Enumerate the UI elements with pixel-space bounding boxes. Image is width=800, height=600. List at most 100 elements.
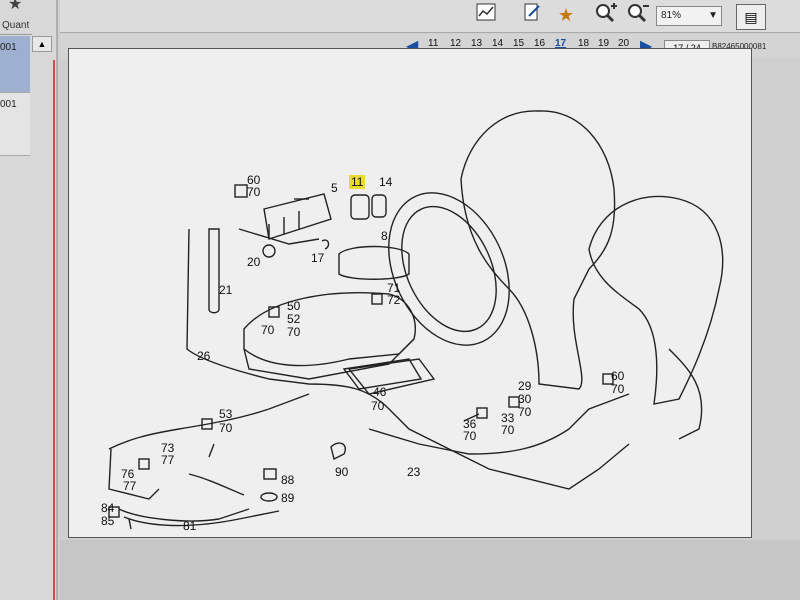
callout-label[interactable]: 85 (101, 514, 115, 528)
floor-tunnel (347, 358, 436, 395)
page-link-18[interactable]: 18 (578, 38, 590, 49)
page-link-12[interactable]: 12 (450, 38, 462, 49)
rear-seat-base (668, 348, 703, 440)
page-link-13[interactable]: 13 (471, 38, 483, 49)
chart-icon[interactable] (472, 2, 500, 28)
center-console (243, 292, 416, 367)
callout-label[interactable]: 50 (287, 299, 301, 313)
connector-60-70-right (602, 373, 614, 385)
callout-label[interactable]: 46 (373, 385, 387, 399)
connector-36-33 (476, 407, 488, 419)
zoom-out-icon[interactable] (624, 2, 652, 28)
parts-diagram: 60 70 5 11 14 8 20 17 21 71 72 50 52 70 … (68, 48, 752, 538)
callout-label[interactable]: 36 (463, 417, 477, 431)
callout-label[interactable]: 60 (611, 369, 625, 383)
callout-label[interactable]: 70 (261, 323, 275, 337)
connector-53 (201, 418, 213, 430)
zoom-select[interactable]: 81% ▼ (656, 6, 722, 26)
bookmark-star-icon[interactable]: ★ (557, 5, 575, 25)
callout-label[interactable]: 90 (335, 465, 349, 479)
page-link-15[interactable]: 15 (513, 38, 525, 49)
callout-label[interactable]: 5 (331, 181, 338, 195)
washer-89 (260, 492, 278, 502)
page-link-current[interactable]: 17 (555, 38, 567, 49)
toolbar: ★ 81% ▼ ▤ (60, 0, 800, 33)
window-bottom-margin (60, 540, 800, 600)
callout-label[interactable]: 17 (311, 251, 325, 265)
list-row[interactable]: 001 (0, 92, 30, 156)
connector-84-85 (108, 506, 120, 518)
callout-label[interactable]: 70 (287, 325, 301, 339)
chevron-down-icon: ▼ (708, 10, 718, 21)
callout-label[interactable]: 52 (287, 312, 301, 326)
callout-label[interactable]: 77 (123, 479, 137, 493)
callout-label[interactable]: 14 (379, 175, 393, 189)
quantity-column-header[interactable]: Quant (0, 20, 32, 35)
callout-label[interactable]: 76 (121, 467, 135, 481)
document-code: B82465000081 (712, 42, 767, 51)
module-8 (338, 245, 410, 280)
page-link-19[interactable]: 19 (598, 38, 610, 49)
front-seat-outline (460, 110, 616, 390)
connector-71-72 (371, 293, 383, 305)
callout-label[interactable]: 20 (247, 255, 261, 269)
page-link-20[interactable]: 20 (618, 38, 630, 49)
callout-label[interactable]: 88 (281, 473, 295, 487)
callout-label[interactable]: 53 (219, 407, 233, 421)
callout-label[interactable]: 84 (101, 501, 115, 515)
steering-wheel (388, 192, 510, 346)
callout-label[interactable]: 30 (518, 392, 532, 406)
harness-left (108, 393, 310, 450)
rod-21 (208, 228, 220, 314)
connector-29-30 (508, 396, 520, 408)
callout-label[interactable]: 70 (371, 399, 385, 413)
rear-seat-outline (588, 195, 724, 405)
panel-toggle-icon[interactable]: ▤ (736, 4, 766, 30)
zoom-in-icon[interactable] (592, 2, 620, 28)
callout-label[interactable]: 70 (219, 421, 233, 435)
callout-label[interactable]: 70 (518, 405, 532, 419)
connector-60-70 (234, 184, 248, 198)
harness-23 (368, 393, 630, 455)
clip-17 (321, 239, 330, 250)
callout-label[interactable]: 71 (387, 281, 401, 295)
panel-divider (53, 60, 55, 600)
connector-50-52 (268, 306, 280, 318)
zoom-value: 81% (661, 10, 682, 21)
callout-label[interactable]: 72 (387, 293, 401, 307)
callout-label[interactable]: 81 (183, 519, 197, 533)
callout-label[interactable]: 26 (197, 349, 211, 363)
document-edit-icon[interactable] (518, 2, 546, 28)
callout-label[interactable]: 89 (281, 491, 295, 505)
callout-label-highlighted[interactable]: 11 (349, 175, 366, 189)
harness-81 (123, 510, 280, 527)
callout-label[interactable]: 29 (518, 379, 532, 393)
switch-14 (371, 194, 387, 218)
switch-11 (350, 194, 370, 220)
clip-90 (330, 442, 346, 461)
callout-label[interactable]: 73 (161, 441, 175, 455)
page-link-16[interactable]: 16 (534, 38, 546, 49)
bolt-88 (263, 468, 277, 480)
diagram-drawing (108, 110, 724, 530)
screw-20 (262, 244, 276, 258)
page-link-14[interactable]: 14 (492, 38, 504, 49)
callout-label[interactable]: 8 (381, 229, 388, 243)
callout-label[interactable]: 77 (161, 453, 175, 467)
callout-label[interactable]: 70 (463, 429, 477, 443)
callout-label[interactable]: 33 (501, 411, 515, 425)
tray-46 (342, 358, 423, 390)
scroll-up-button[interactable]: ▲ (32, 36, 52, 52)
connector-73-77 (138, 458, 150, 470)
callout-label[interactable]: 70 (611, 382, 625, 396)
parts-list-panel: ★ Quant 001 001 ▲ (0, 0, 58, 600)
page-link-11[interactable]: 11 (428, 38, 439, 49)
callout-label[interactable]: 70 (501, 423, 515, 437)
callout-label[interactable]: 23 (407, 465, 421, 479)
list-row-selected[interactable]: 001 (0, 36, 30, 98)
callout-label[interactable]: 21 (219, 283, 233, 297)
favorite-star-icon[interactable]: ★ (8, 0, 23, 13)
callout-label[interactable]: 60 (247, 173, 261, 187)
callout-label[interactable]: 70 (247, 185, 261, 199)
